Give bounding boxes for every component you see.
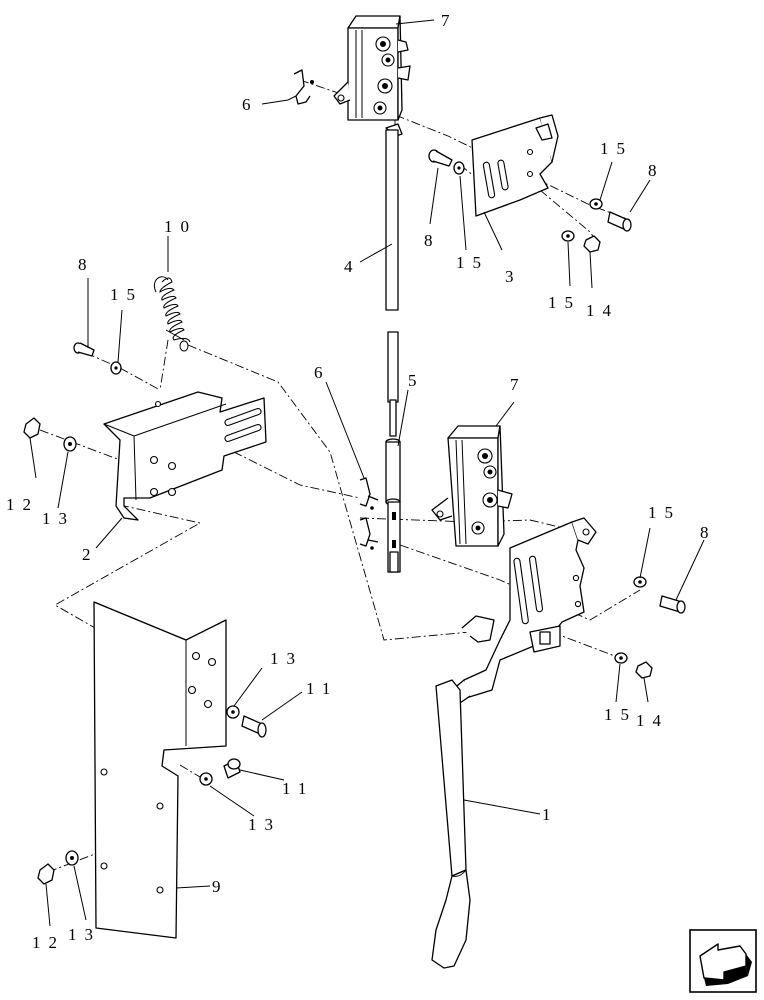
callout-8-upper-mid: 8 [424, 231, 441, 250]
callout-11-upper: 11 [306, 679, 338, 698]
callout-14-lower: 14 [636, 711, 669, 730]
callout-4: 4 [344, 257, 361, 276]
callout-5: 5 [408, 371, 425, 390]
nut-bracket [23, 417, 77, 452]
bracket-left [103, 391, 267, 521]
bolt-upper-mid [428, 149, 465, 175]
callout-6-lower: 6 [314, 363, 331, 382]
bolt-bracket [73, 342, 122, 375]
callout-3: 3 [505, 267, 522, 286]
bolt-lower-right [614, 576, 686, 679]
callout-8-left: 8 [78, 255, 95, 274]
callout-11-lower: 11 [282, 779, 314, 798]
clip-upper [293, 69, 314, 105]
bolt-plate-upper [226, 705, 267, 738]
rod [385, 123, 403, 437]
callout-15-upper-nut: 15 [548, 293, 581, 312]
callout-10: 10 [164, 217, 197, 236]
callout-14-upper: 14 [586, 301, 619, 320]
bolt-plate-mid [199, 758, 241, 786]
callout-15-upper-right: 15 [600, 139, 633, 158]
callout-13-plate-mid: 13 [248, 815, 281, 834]
lever-assembly [431, 517, 597, 969]
callout-13-bracket: 13 [42, 509, 75, 528]
clips-lower [359, 477, 379, 550]
leader-lines [29, 19, 705, 927]
plate-upper [471, 114, 559, 217]
plate-lower [93, 601, 227, 939]
callout-7-lower: 7 [510, 375, 527, 394]
callout-15-lower-nut: 15 [604, 705, 637, 724]
callout-labels: 7 6 15 8 10 8 15 4 3 8 15 15 14 6 5 7 12… [6, 11, 717, 952]
callout-2: 2 [82, 545, 99, 564]
callout-13-plate-lower: 13 [68, 925, 101, 944]
arrow-icon[interactable] [689, 929, 757, 993]
callout-8-upper-right: 8 [648, 161, 665, 180]
bolt-upper-right [561, 198, 632, 253]
callout-15-upper-mid: 15 [456, 253, 489, 272]
callout-12-lower: 12 [32, 933, 65, 952]
callout-15-left: 15 [110, 285, 143, 304]
connector [385, 438, 401, 573]
callout-8-lower-right: 8 [700, 523, 717, 542]
callout-1: 1 [542, 805, 559, 824]
callout-9: 9 [212, 877, 229, 896]
callout-15-lower-right: 15 [648, 503, 681, 522]
callout-13-plate-upper: 13 [270, 649, 303, 668]
spring [154, 276, 191, 352]
callout-7-upper: 7 [441, 11, 458, 30]
latch-lower [431, 425, 513, 547]
callout-6-upper: 6 [242, 95, 259, 114]
nut-plate-lower [37, 850, 79, 885]
callout-12-upper: 12 [6, 495, 39, 514]
latch-upper [333, 15, 411, 121]
